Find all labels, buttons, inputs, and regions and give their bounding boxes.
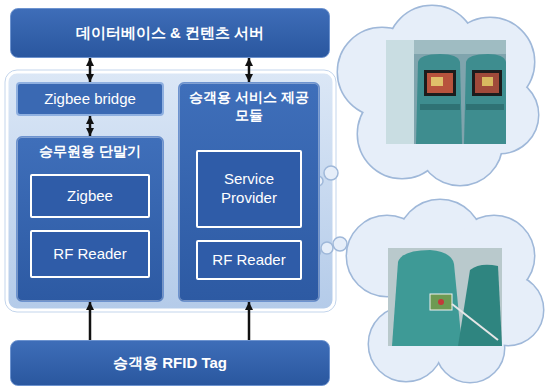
arrow-connector: [89, 302, 92, 340]
panel-heading: 승무원용 단말기: [39, 143, 141, 161]
arrow-connector: [248, 58, 251, 82]
arrow-connector: [89, 116, 92, 136]
module-box: Zigbee: [30, 174, 150, 218]
panel-heading: 승객용 서비스 제공 모듈: [183, 89, 315, 124]
server-band: 데이터베이스 & 컨텐츠 서버: [10, 8, 330, 58]
arrow-connector: [248, 302, 251, 340]
outer-panel: [7, 72, 334, 310]
provider-box: Service Provider: [196, 150, 302, 228]
box-label: Service Provider: [202, 170, 296, 208]
bridge-box: Zigbee bridge: [16, 82, 164, 116]
box-label: 승객용 RFID Tag: [113, 354, 227, 373]
box-label: RF Reader: [212, 251, 285, 270]
reader-box: RF Reader: [196, 240, 302, 280]
box-label: Zigbee bridge: [44, 90, 136, 109]
arrow-connector: [89, 58, 92, 82]
terminal-panel: 승무원용 단말기 Zigbee RF Reader: [16, 136, 164, 302]
box-label: 데이터베이스 & 컨텐츠 서버: [76, 24, 264, 43]
outer-panel-edge: [5, 70, 336, 312]
box-label: Zigbee: [67, 187, 113, 206]
box-label: RF Reader: [53, 245, 126, 264]
reader-box: RF Reader: [30, 230, 150, 278]
service-panel: 승객용 서비스 제공 모듈 Service Provider RF Reader: [178, 82, 320, 302]
cloud-bottom: [347, 200, 543, 382]
cloud-top: [338, 6, 538, 185]
tag-band: 승객용 RFID Tag: [10, 340, 330, 386]
